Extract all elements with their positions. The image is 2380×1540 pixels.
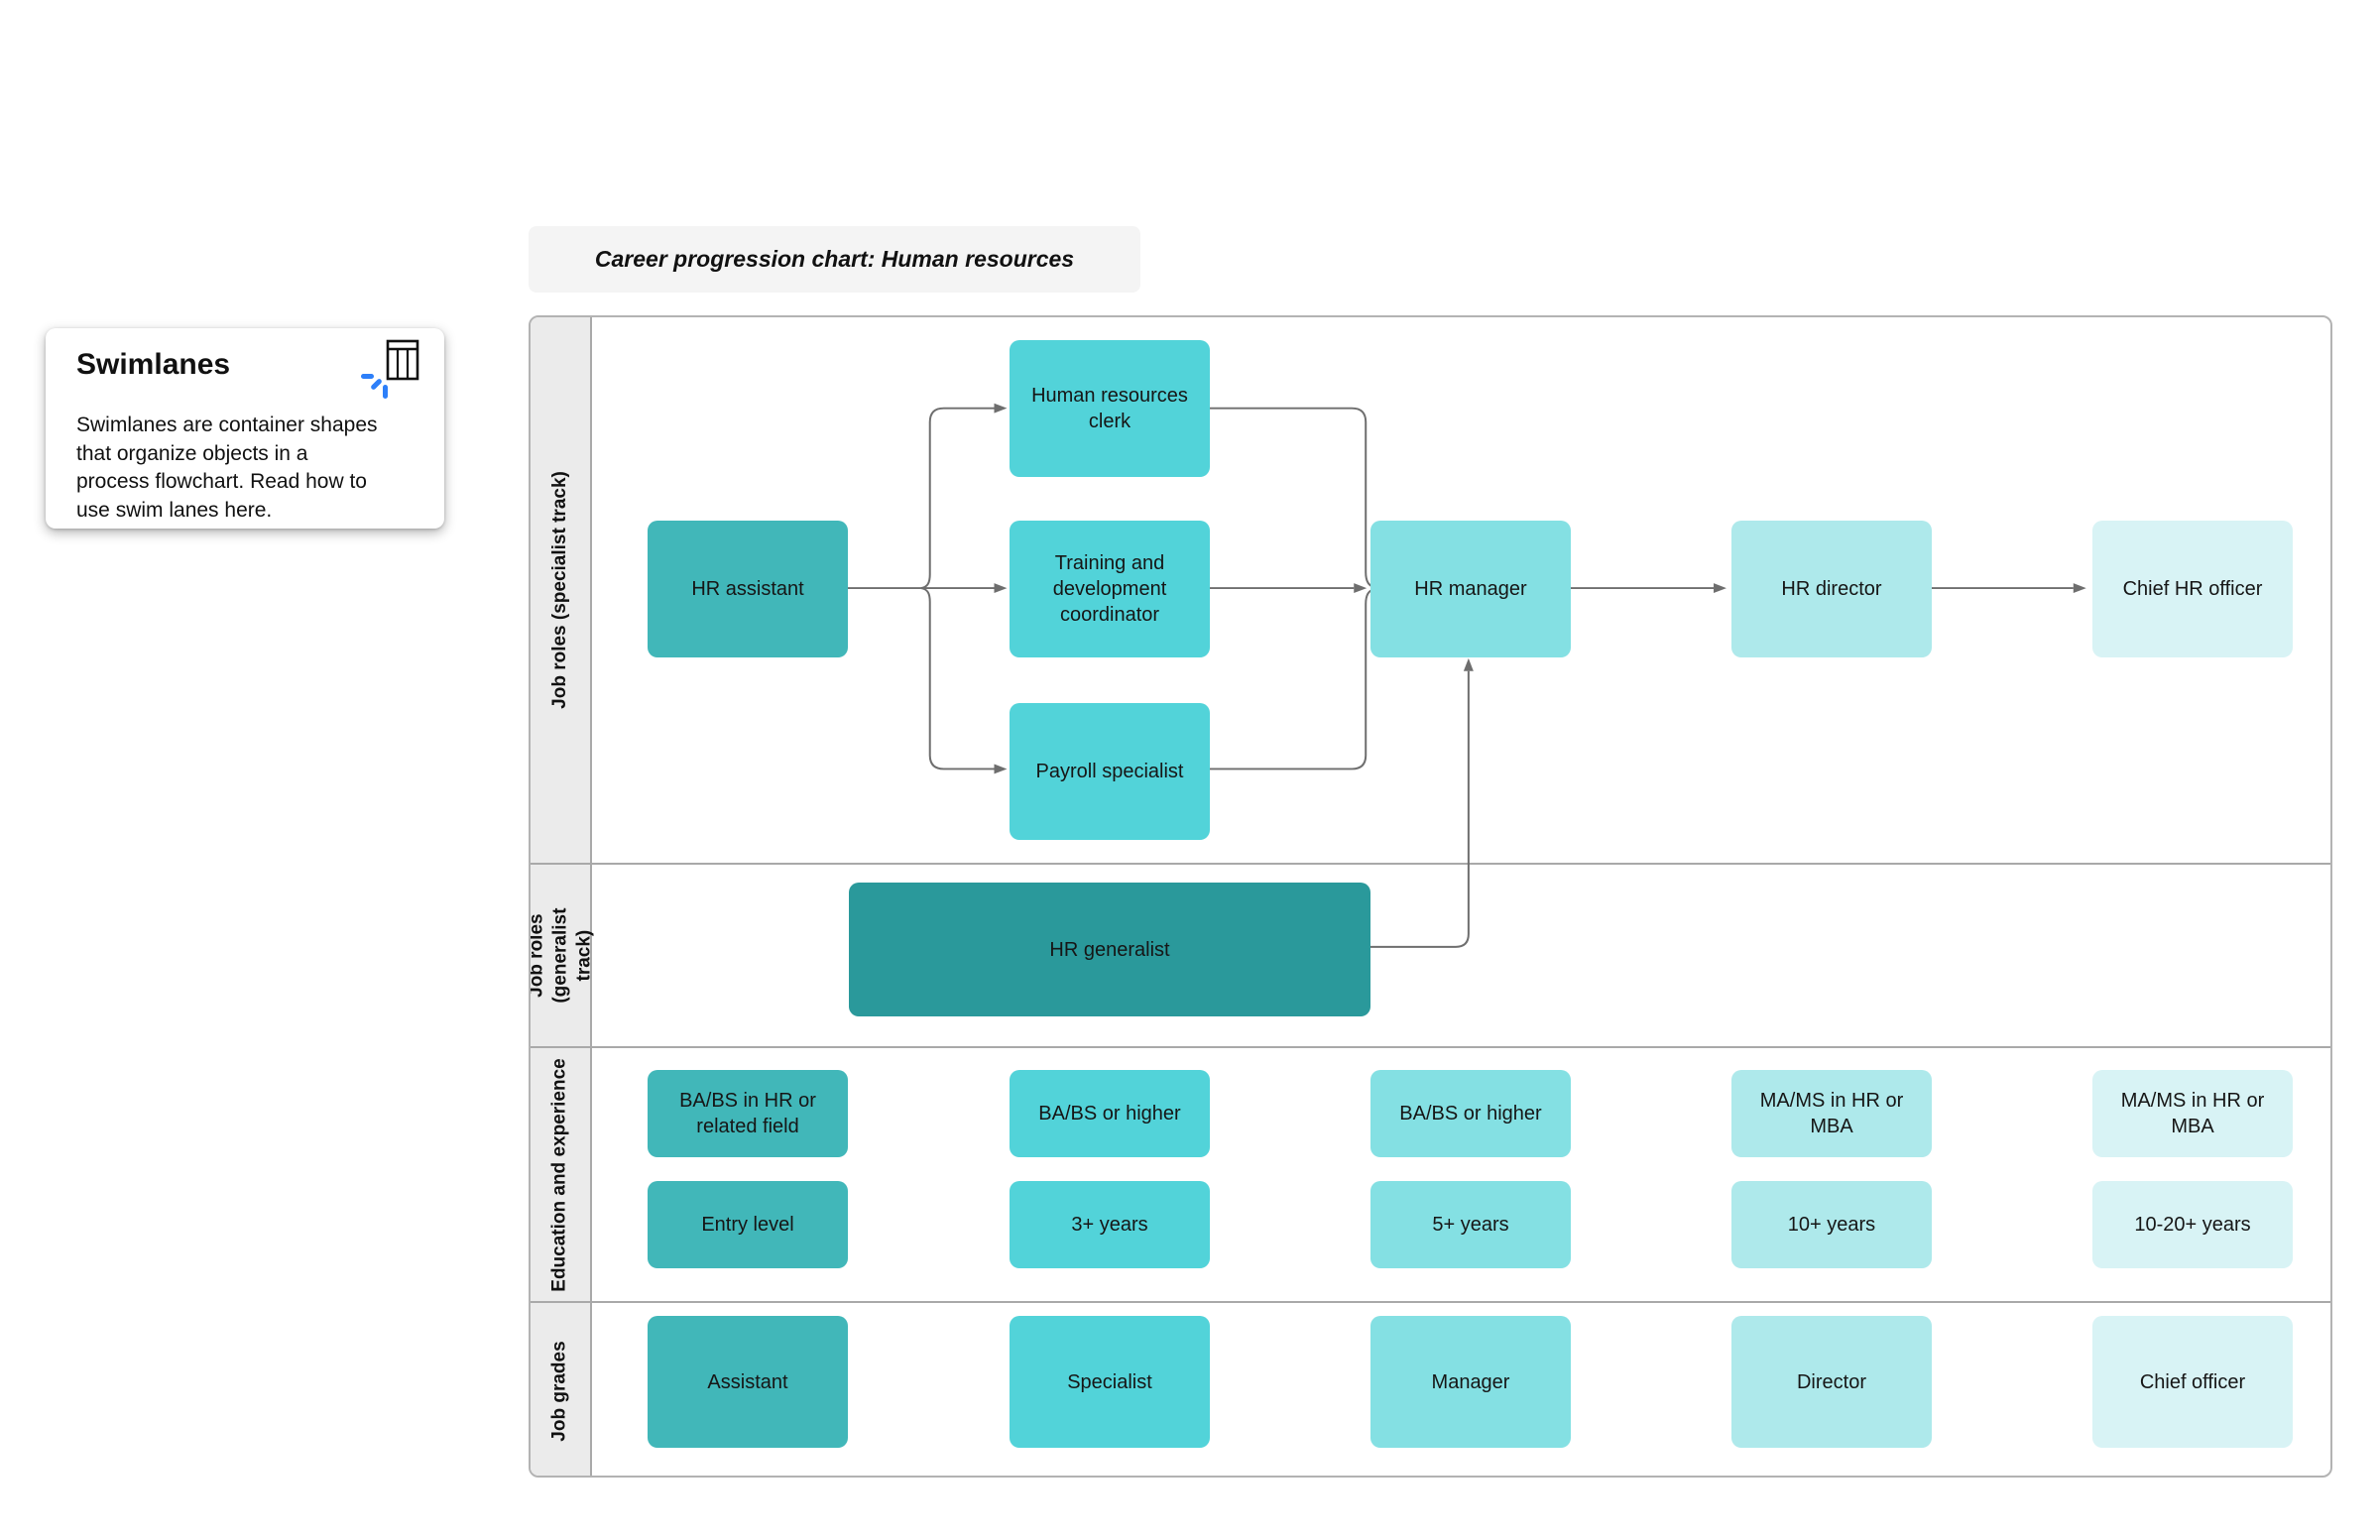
node-grade-chief-officer[interactable]: Chief officer	[2092, 1316, 2293, 1448]
swimlane-table-icon	[359, 338, 422, 404]
lane-specialist-track: Job roles (specialist track)	[531, 317, 2330, 863]
lane-header-education[interactable]: Education and experience	[531, 1048, 592, 1301]
chart-title-text: Career progression chart: Human resource…	[594, 246, 1075, 272]
swimlane-diagram: Job roles (specialist track) Job roles (…	[529, 315, 2332, 1478]
node-hr-clerk[interactable]: Human resources clerk	[1010, 340, 1210, 477]
card-title: Swimlanes	[76, 348, 231, 381]
lane-header-generalist[interactable]: Job roles (generalist track)	[531, 865, 594, 1046]
node-experience-2[interactable]: 3+ years	[1010, 1181, 1210, 1268]
node-training-coordinator[interactable]: Training and development coordinator	[1010, 521, 1210, 657]
node-grade-specialist[interactable]: Specialist	[1010, 1316, 1210, 1448]
lane-generalist-track: Job roles (generalist track)	[531, 863, 2330, 1046]
lane-header-specialist[interactable]: Job roles (specialist track)	[531, 317, 592, 863]
node-education-3[interactable]: BA/BS or higher	[1370, 1070, 1571, 1157]
node-hr-generalist[interactable]: HR generalist	[849, 883, 1370, 1016]
node-education-2[interactable]: BA/BS or higher	[1010, 1070, 1210, 1157]
lane-label-generalist: Job roles (generalist track)	[529, 907, 594, 1004]
lane-label-specialist: Job roles (specialist track)	[549, 471, 570, 709]
node-experience-3[interactable]: 5+ years	[1370, 1181, 1571, 1268]
node-education-4[interactable]: MA/MS in HR or MBA	[1731, 1070, 1932, 1157]
node-experience-4[interactable]: 10+ years	[1731, 1181, 1932, 1268]
node-grade-director[interactable]: Director	[1731, 1316, 1932, 1448]
node-payroll-specialist[interactable]: Payroll specialist	[1010, 703, 1210, 840]
node-grade-assistant[interactable]: Assistant	[648, 1316, 848, 1448]
node-hr-director[interactable]: HR director	[1731, 521, 1932, 657]
lane-header-grades[interactable]: Job grades	[531, 1303, 592, 1476]
node-education-1[interactable]: BA/BS in HR or related field	[648, 1070, 848, 1157]
lane-education-experience: Education and experience	[531, 1046, 2330, 1301]
lane-label-grades: Job grades	[549, 1341, 570, 1442]
swimlanes-info-card: Swimlanes Swimlanes are container shapes…	[46, 328, 444, 529]
node-hr-assistant[interactable]: HR assistant	[648, 521, 848, 657]
node-experience-5[interactable]: 10-20+ years	[2092, 1181, 2293, 1268]
chart-title-bar[interactable]: Career progression chart: Human resource…	[529, 226, 1140, 293]
node-chief-hr-officer[interactable]: Chief HR officer	[2092, 521, 2293, 657]
node-grade-manager[interactable]: Manager	[1370, 1316, 1571, 1448]
lane-label-education: Education and experience	[549, 1057, 570, 1292]
lane-job-grades: Job grades	[531, 1301, 2330, 1476]
node-education-5[interactable]: MA/MS in HR or MBA	[2092, 1070, 2293, 1157]
node-hr-manager[interactable]: HR manager	[1370, 521, 1571, 657]
node-experience-1[interactable]: Entry level	[648, 1181, 848, 1268]
card-body-text: Swimlanes are container shapes that orga…	[76, 414, 378, 522]
